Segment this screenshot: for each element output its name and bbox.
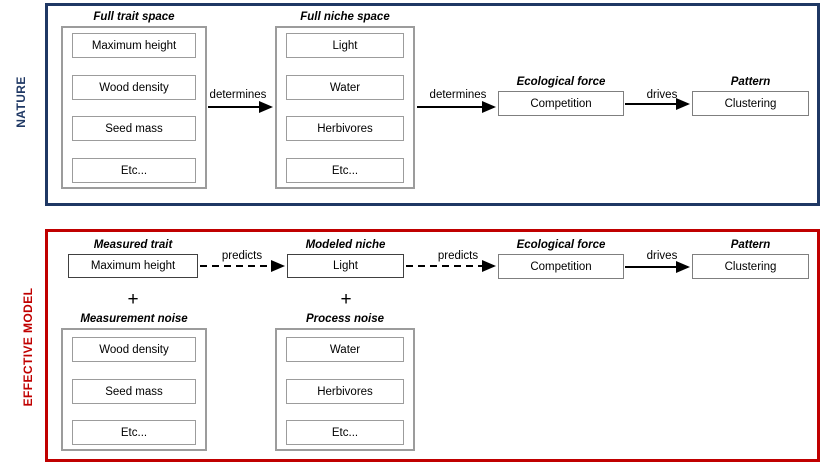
node-label: Light: [333, 260, 358, 272]
trait-item-maximum-height: Maximum height: [72, 33, 196, 58]
niche-item-herbivores: Herbivores: [286, 116, 404, 141]
trait-item-label: Maximum height: [91, 39, 177, 52]
node-ecological-force-nature: Competition: [498, 91, 624, 116]
caption-ecological-force-nature: Ecological force: [516, 76, 606, 88]
node-measured-trait: Maximum height: [68, 254, 198, 278]
noise-item-label: Wood density: [99, 343, 169, 356]
trait-item-seed-mass: Seed mass: [72, 116, 196, 141]
noise-item-label: Etc...: [331, 426, 359, 439]
node-label: Clustering: [724, 260, 777, 273]
niche-item-label: Water: [329, 81, 361, 94]
process-noise-item-etc: Etc...: [286, 420, 404, 445]
node-pattern-nature: Clustering: [692, 91, 809, 116]
niche-item-etc: Etc...: [286, 158, 404, 183]
noise-item-label: Etc...: [120, 426, 148, 439]
measurement-noise-item-etc: Etc...: [72, 420, 196, 445]
trait-item-label: Seed mass: [105, 122, 163, 135]
node-ecological-force-model: Competition: [498, 254, 624, 279]
arrow-label-determines-1: determines: [209, 89, 267, 101]
section-label-effective-model: EFFECTIVE MODEL: [21, 287, 35, 407]
arrow-label-drives-model: drives: [646, 250, 678, 262]
section-label-nature: NATURE: [14, 76, 28, 128]
process-noise-item-water: Water: [286, 337, 404, 362]
niche-item-label: Herbivores: [317, 122, 373, 135]
measurement-noise-item-wood-density: Wood density: [72, 337, 196, 362]
caption-measured-trait: Measured trait: [93, 239, 173, 251]
trait-item-wood-density: Wood density: [72, 75, 196, 100]
trait-item-label: Etc...: [120, 164, 148, 177]
plus-sign-measurement: +: [127, 289, 139, 310]
node-label: Competition: [530, 97, 592, 110]
arrow-label-drives-nature: drives: [646, 89, 678, 101]
arrow-label-determines-2: determines: [429, 89, 487, 101]
trait-item-label: Wood density: [99, 81, 169, 94]
noise-item-label: Herbivores: [317, 385, 373, 398]
niche-item-label: Etc...: [331, 164, 359, 177]
caption-modeled-niche: Modeled niche: [305, 239, 386, 251]
niche-item-light: Light: [286, 33, 404, 58]
node-label: Competition: [530, 260, 592, 273]
noise-item-label: Seed mass: [105, 385, 163, 398]
process-noise-item-herbivores: Herbivores: [286, 379, 404, 404]
plus-sign-process: +: [340, 289, 352, 310]
node-modeled-niche: Light: [287, 254, 404, 278]
trait-item-etc: Etc...: [72, 158, 196, 183]
arrow-label-predicts-1: predicts: [221, 250, 263, 262]
caption-pattern-model: Pattern: [730, 239, 771, 251]
niche-item-label: Light: [332, 39, 358, 52]
node-label: Clustering: [724, 97, 777, 110]
niche-item-water: Water: [286, 75, 404, 100]
node-pattern-model: Clustering: [692, 254, 809, 279]
node-label: Maximum height: [90, 260, 176, 272]
arrow-label-predicts-2: predicts: [437, 250, 479, 262]
caption-full-trait-space: Full trait space: [93, 11, 175, 23]
noise-item-label: Water: [329, 343, 361, 356]
caption-ecological-force-model: Ecological force: [516, 239, 606, 251]
caption-process-noise: Process noise: [306, 313, 384, 325]
caption-full-niche-space: Full niche space: [300, 11, 390, 23]
measurement-noise-item-seed-mass: Seed mass: [72, 379, 196, 404]
caption-pattern-nature: Pattern: [730, 76, 771, 88]
caption-measurement-noise: Measurement noise: [80, 313, 188, 325]
